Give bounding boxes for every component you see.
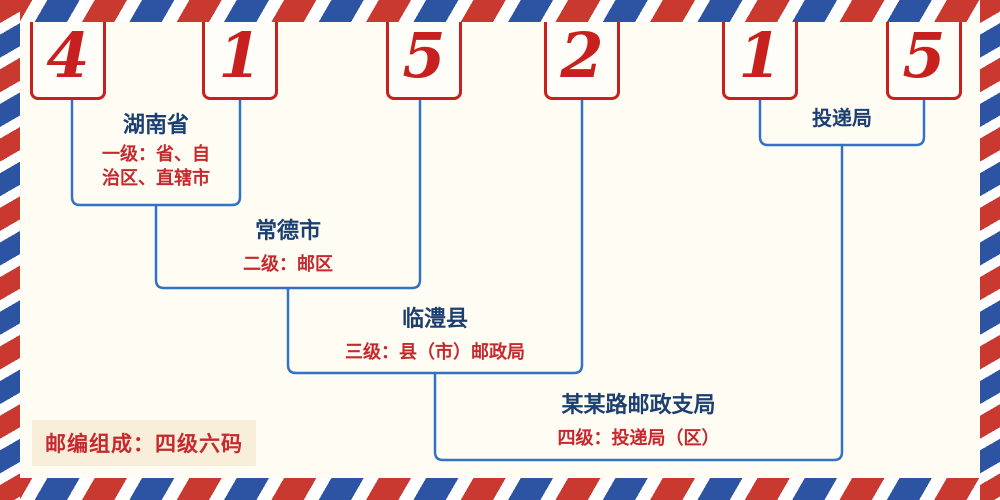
level1-title: 湖南省 xyxy=(122,112,189,137)
airmail-border-left xyxy=(0,0,20,500)
digit-box-2: 1 xyxy=(202,14,278,100)
label-group-level1: 湖南省 一级：省、自 治区、直辖市 xyxy=(72,112,240,190)
label-group-level3: 临澧县 三级：县（市）邮政局 xyxy=(288,306,582,365)
label-group-level4: 某某路邮政支局 四级：投递局（区） xyxy=(435,392,842,451)
airmail-border-top xyxy=(0,0,1000,22)
footer-badge: 邮编组成：四级六码 xyxy=(32,420,256,466)
digit-box-3: 5 xyxy=(386,14,462,100)
level3-title: 临澧县 xyxy=(401,306,468,331)
digit-box-1: 4 xyxy=(30,14,106,100)
digit-box-4: 2 xyxy=(544,14,620,100)
level1-desc-line1: 一级：省、自 xyxy=(102,144,210,165)
label-group-level2: 常德市 二级：邮区 xyxy=(156,218,420,277)
digit-1: 4 xyxy=(46,18,90,92)
level1-desc-line2: 治区、直辖市 xyxy=(102,167,210,188)
level4-title: 某某路邮政支局 xyxy=(561,392,716,417)
digit-box-6: 5 xyxy=(886,14,962,100)
airmail-border-bottom xyxy=(0,478,1000,500)
digit-box-5: 1 xyxy=(722,14,798,100)
level2-title: 常德市 xyxy=(254,218,321,243)
digit-2: 1 xyxy=(218,18,262,92)
level3-desc: 三级：县（市）邮政局 xyxy=(345,342,525,363)
digit-4: 2 xyxy=(560,18,604,92)
delivery-title: 投递局 xyxy=(812,108,872,130)
footer-composition-text: 邮编组成：四级六码 xyxy=(45,433,243,456)
digit-3: 5 xyxy=(402,18,446,92)
label-group-delivery: 投递局 xyxy=(760,107,924,131)
digit-5: 1 xyxy=(738,18,782,92)
level4-desc: 四级：投递局（区） xyxy=(557,428,720,449)
level1-desc: 一级：省、自 治区、直辖市 xyxy=(72,143,240,190)
airmail-border-right xyxy=(980,0,1000,500)
level2-desc: 二级：邮区 xyxy=(243,254,333,275)
digit-6: 5 xyxy=(902,18,946,92)
